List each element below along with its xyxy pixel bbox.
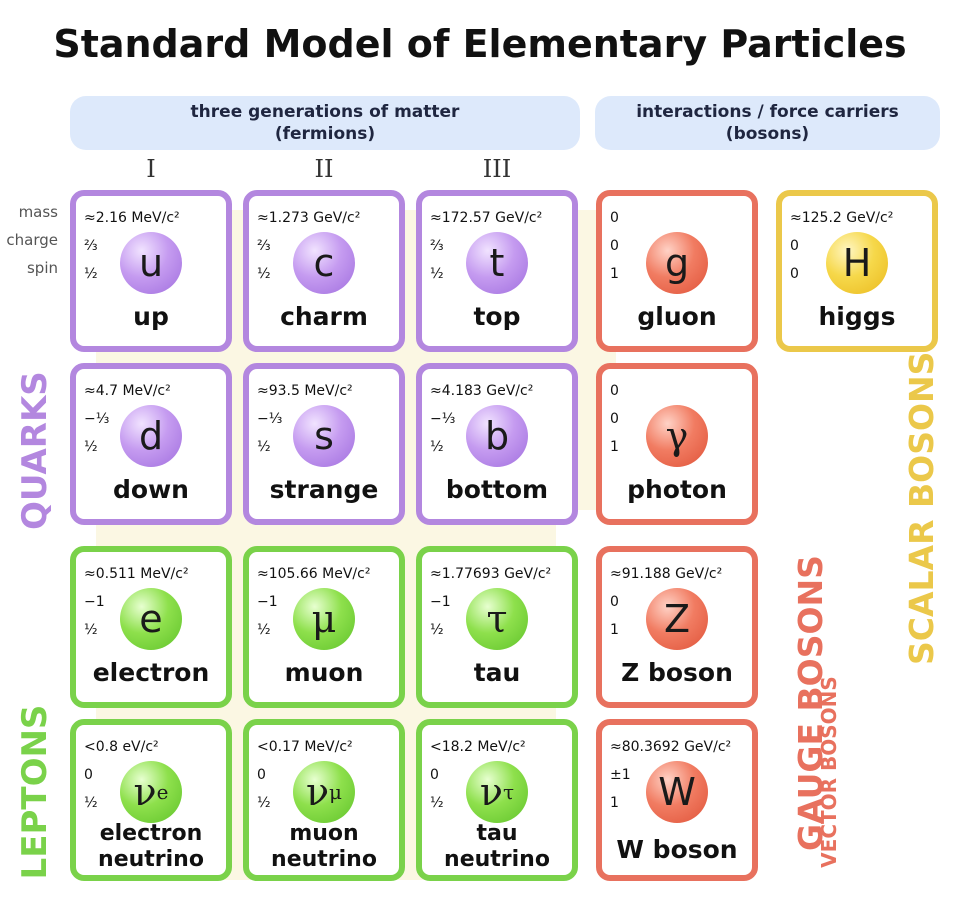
particle-symbol: e: [120, 588, 182, 650]
row-label-charge: charge: [6, 231, 58, 249]
particle-name: higgs: [818, 302, 896, 331]
particle-name: Z boson: [621, 658, 733, 687]
fermions-header-line1: three generations of matter: [190, 102, 460, 122]
particle-name: gluon: [637, 302, 717, 331]
particle-name: muon: [284, 658, 364, 687]
group-label-vector-bosons: VECTOR BOSONS: [817, 676, 841, 868]
generation-3: III: [482, 155, 512, 183]
particle-name: W boson: [616, 835, 738, 864]
page-title: Standard Model of Elementary Particles: [53, 22, 907, 66]
particle-name: electron: [92, 658, 210, 687]
particle-name: up: [133, 302, 169, 331]
particle-symbol: s: [293, 405, 355, 467]
group-label-leptons: LEPTONS: [15, 704, 55, 880]
particle-symbol: W: [646, 761, 708, 823]
particle-symbol: τ: [466, 588, 528, 650]
group-label-scalar-bosons: SCALAR BOSONS: [902, 351, 941, 665]
fermions-header-line2: (fermions): [274, 124, 376, 144]
group-label-quarks: QUARKS: [15, 371, 55, 530]
fermions-header: three generations of matter (fermions): [70, 96, 580, 150]
particle-name: down: [113, 475, 189, 504]
particle-symbol: Z: [646, 588, 708, 650]
particle-symbol: c: [293, 232, 355, 294]
generation-2: II: [314, 155, 334, 183]
particle-name: top: [473, 302, 521, 331]
particle-symbol: γ: [646, 405, 708, 467]
particle-symbol: d: [120, 405, 182, 467]
particle-name: strange: [269, 475, 379, 504]
particle-name: photon: [627, 475, 727, 504]
particle-name: bottom: [445, 475, 549, 504]
particle-name: tau: [473, 658, 521, 687]
row-label-spin: spin: [26, 259, 58, 277]
bosons-header-line1: interactions / force carriers: [636, 102, 899, 122]
particle-symbol: t: [466, 232, 528, 294]
particle-symbol: g: [646, 232, 708, 294]
bosons-header: interactions / force carriers (bosons): [595, 96, 940, 150]
particle-symbol: H: [826, 232, 888, 294]
row-label-mass: mass: [18, 203, 58, 221]
particle-symbol: u: [120, 232, 182, 294]
particle-symbol: b: [466, 405, 528, 467]
generation-1: I: [146, 155, 156, 183]
particle-name: charm: [280, 302, 368, 331]
bosons-header-line2: (bosons): [725, 124, 810, 144]
particle-symbol: μ: [293, 588, 355, 650]
